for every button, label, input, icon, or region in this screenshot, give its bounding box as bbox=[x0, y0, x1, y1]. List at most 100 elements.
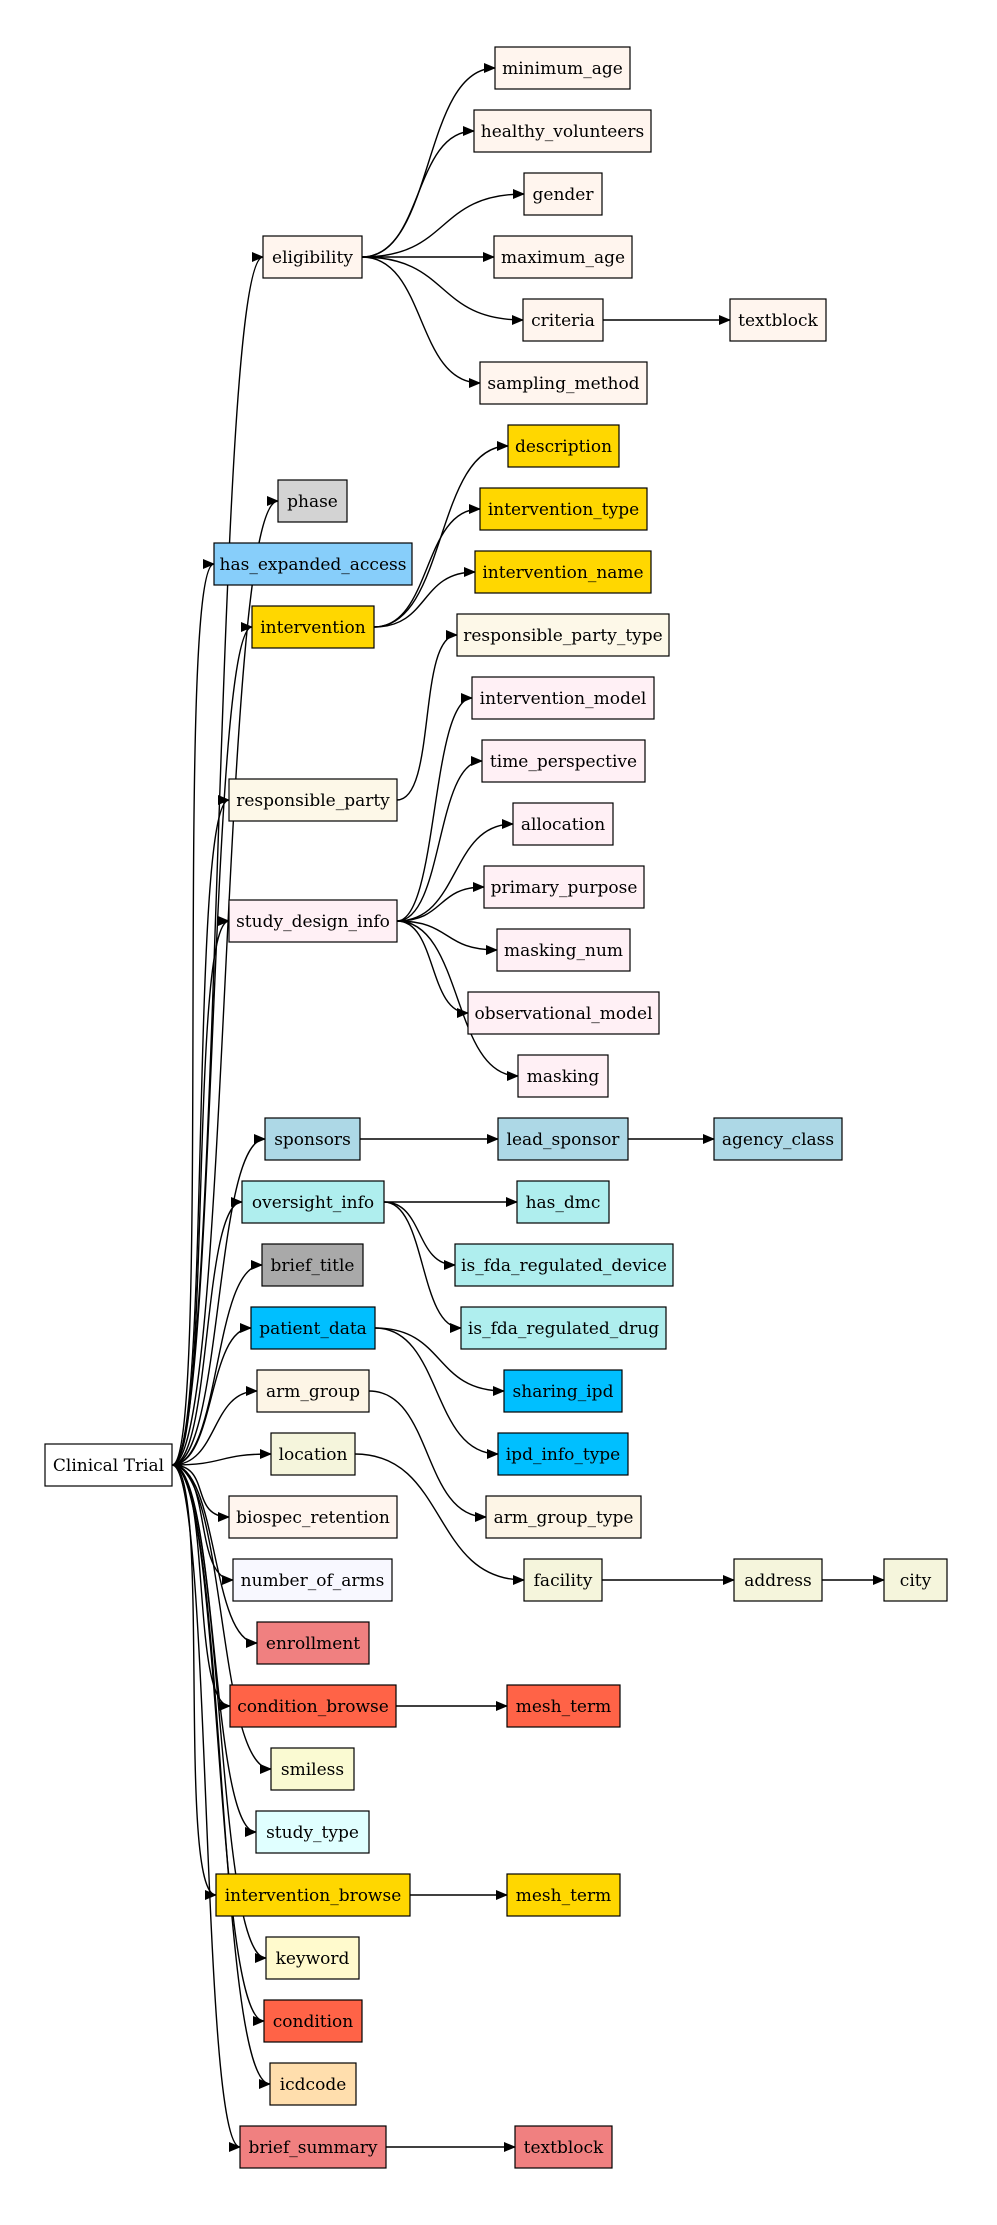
node-condition-browse: condition_browse bbox=[229, 1684, 397, 1728]
node-label: lead_sponsor bbox=[507, 1130, 621, 1150]
node-box bbox=[512, 802, 614, 846]
edge-root-to-biospec-retention bbox=[171, 1464, 230, 1522]
edge-oversight-info-to-is-fda-regulated-device bbox=[383, 1201, 456, 1270]
node-box bbox=[474, 550, 652, 594]
node-box bbox=[883, 1558, 948, 1602]
edge-root-to-smiless bbox=[171, 1464, 272, 1774]
node-label: responsible_party bbox=[236, 791, 390, 811]
node-sharing-ipd: sharing_ipd bbox=[503, 1369, 623, 1413]
node-box bbox=[471, 676, 655, 720]
node-box bbox=[264, 1117, 361, 1161]
edge-root-to-responsible-party bbox=[171, 795, 230, 1466]
edge-responsible-party-to-responsible-party-type bbox=[396, 630, 458, 801]
node-label: sharing_ipd bbox=[513, 1382, 614, 1402]
node-box bbox=[265, 1936, 360, 1980]
node-label: sponsors bbox=[274, 1130, 351, 1150]
edge-study-design-info-to-intervention-model bbox=[396, 693, 473, 922]
node-is-fda-regulated-device: is_fda_regulated_device bbox=[454, 1243, 674, 1287]
node-label: allocation bbox=[521, 815, 605, 835]
node-label: responsible_party_type bbox=[463, 626, 662, 646]
node-label: icdcode bbox=[280, 2075, 347, 2095]
node-label: intervention_type bbox=[488, 500, 639, 520]
node-has-dmc: has_dmc bbox=[516, 1180, 610, 1224]
node-sponsors: sponsors bbox=[264, 1117, 361, 1161]
node-box bbox=[506, 1684, 621, 1728]
node-box bbox=[270, 1747, 355, 1791]
node-box bbox=[523, 1558, 603, 1602]
node-box bbox=[494, 46, 631, 90]
node-intervention-type: intervention_type bbox=[479, 487, 648, 531]
node-label: study_design_info bbox=[236, 912, 390, 932]
node-label: patient_data bbox=[259, 1319, 367, 1339]
node-time-perspective: time_perspective bbox=[481, 739, 646, 783]
node-box bbox=[516, 1180, 610, 1224]
node-box bbox=[251, 605, 375, 649]
node-masking-num: masking_num bbox=[496, 928, 631, 972]
node-box bbox=[456, 613, 670, 657]
node-box bbox=[496, 928, 631, 972]
edge-patient-data-to-sharing-ipd bbox=[374, 1327, 505, 1396]
node-label: city bbox=[900, 1571, 932, 1591]
node-study-design-info: study_design_info bbox=[228, 899, 398, 943]
node-sampling-method: sampling_method bbox=[479, 361, 648, 405]
node-summary-textblock: textblock bbox=[514, 2125, 613, 2169]
edge-study-design-info-to-masking bbox=[396, 920, 519, 1081]
node-label: intervention bbox=[260, 618, 366, 638]
node-box bbox=[493, 235, 633, 279]
node-box bbox=[261, 1243, 364, 1287]
node-label: facility bbox=[534, 1571, 593, 1591]
node-box bbox=[262, 235, 363, 279]
node-label: eligibility bbox=[272, 248, 353, 268]
node-label: brief_title bbox=[271, 1256, 355, 1276]
node-label: criteria bbox=[531, 311, 595, 331]
node-box bbox=[270, 1432, 356, 1476]
node-box bbox=[241, 1180, 385, 1224]
node-label: has_dmc bbox=[526, 1193, 601, 1213]
edge-patient-data-to-ipd-info-type bbox=[374, 1327, 499, 1459]
node-intervention-mesh-term: mesh_term bbox=[506, 1873, 621, 1917]
node-box bbox=[229, 1684, 397, 1728]
edge-root-to-eligibility bbox=[171, 252, 264, 1466]
node-enrollment: enrollment bbox=[256, 1621, 370, 1665]
edge-study-design-info-to-observational-model bbox=[396, 920, 469, 1018]
node-agency-class: agency_class bbox=[713, 1117, 843, 1161]
node-label: enrollment bbox=[266, 1634, 360, 1654]
node-label: brief_summary bbox=[248, 2138, 377, 2158]
node-label: arm_group bbox=[266, 1382, 360, 1402]
node-box bbox=[215, 1873, 411, 1917]
node-address: address bbox=[733, 1558, 823, 1602]
edge-root-to-arm-group bbox=[171, 1386, 258, 1466]
node-box bbox=[467, 991, 660, 1035]
node-label: address bbox=[744, 1571, 812, 1591]
node-arm-group: arm_group bbox=[256, 1369, 370, 1413]
edge-root-to-patient-data bbox=[171, 1323, 252, 1466]
node-city: city bbox=[883, 1558, 948, 1602]
node-gender: gender bbox=[523, 172, 603, 216]
node-box bbox=[479, 361, 648, 405]
node-responsible-party: responsible_party bbox=[228, 778, 398, 822]
node-eligibility: eligibility bbox=[262, 235, 363, 279]
node-box bbox=[503, 1369, 623, 1413]
edge-location-to-facility bbox=[354, 1453, 525, 1585]
node-label: agency_class bbox=[722, 1130, 834, 1150]
node-label: oversight_info bbox=[252, 1193, 374, 1213]
node-box bbox=[228, 899, 398, 943]
edge-study-design-info-to-primary-purpose bbox=[396, 882, 485, 922]
node-primary-purpose: primary_purpose bbox=[483, 865, 645, 909]
node-box bbox=[460, 1306, 667, 1350]
node-maximum-age: maximum_age bbox=[493, 235, 633, 279]
node-box bbox=[522, 298, 604, 342]
node-smiless: smiless bbox=[270, 1747, 355, 1791]
node-label: is_fda_regulated_drug bbox=[468, 1319, 659, 1339]
node-label: Clinical Trial bbox=[53, 1456, 164, 1476]
edge-root-to-brief-summary bbox=[171, 1464, 241, 2152]
edge-study-design-info-to-masking-num bbox=[396, 920, 498, 955]
edge-eligibility-to-gender bbox=[361, 189, 525, 258]
node-box bbox=[228, 778, 398, 822]
edge-root-to-icdcode bbox=[171, 1464, 271, 2089]
node-criteria: criteria bbox=[522, 298, 604, 342]
node-box bbox=[263, 1999, 363, 2043]
edge-intervention-to-intervention-type bbox=[373, 504, 481, 628]
edge-intervention-to-intervention-name bbox=[373, 567, 476, 628]
node-icdcode: icdcode bbox=[269, 2062, 357, 2106]
